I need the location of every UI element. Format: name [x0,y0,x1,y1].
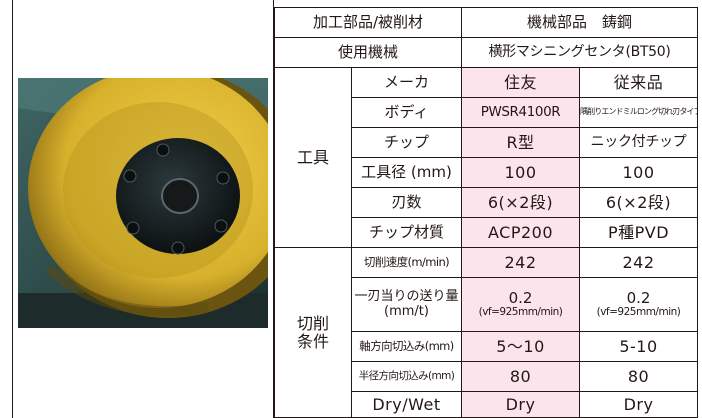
header-row: 加工部品/被削材 機械部品 鋳鋼 [274,7,699,38]
table-row: チップ材質 ACP200 P種PVD [275,217,699,248]
row-label: Dry/Wet [351,391,462,418]
cutting-conditions-table: 加工部品/被削材 機械部品 鋳鋼 使用機械 横形マシニングセンタ(BT50) 工… [274,7,699,418]
row-label: メーカ [351,67,462,98]
conventional-cell: 242 [578,247,699,278]
feed-value: 0.2 [626,288,651,307]
conventional-cell: 0.2 (vf=925mm/min) [578,277,699,332]
table-row: 工具径 (mm) 100 100 [275,157,699,188]
table-row: Dry/Wet Dry Dry [275,391,699,418]
sumitomo-cell: Dry [461,391,580,418]
feed-value: 0.2 [508,288,533,307]
conventional-cell: ニック付チップ [578,127,699,158]
sumitomo-cell: 80 [461,361,580,392]
sumitomo-cell: 0.2 (vf=925mm/min) [461,277,580,332]
feed-rate-note: (vf=925mm/min) [478,306,563,319]
table-row: 工具 メーカ 住友 従来品 [274,67,699,248]
row-label: 軸方向切込み(mm) [351,331,462,362]
sumitomo-cell: 242 [461,247,580,278]
machine-row: 使用機械 横形マシニングセンタ(BT50) [274,37,699,68]
row-label: チップ [351,127,462,158]
cond-group-label: 切削 条件 [274,247,352,418]
sumitomo-cell: 5～10 [461,331,580,362]
conventional-cell: Dry [578,391,699,418]
sumitomo-cell: R型 [461,127,580,158]
machined-part-photo [18,78,268,328]
conventional-cell: 6(×2段) [578,187,699,218]
table-row: 半径方向切込み(mm) 80 80 [275,361,699,392]
conventional-cell: P種PVD [578,217,699,248]
conventional-cell: 隅削りエンドミルロング切れ刃タイプ [578,97,699,128]
row-label: 一刃当りの送り量 (mm/t) [351,277,462,332]
sumitomo-cell: ACP200 [461,217,580,248]
table-row: 軸方向切込み(mm) 5～10 5-10 [275,331,699,362]
row-label: 工具径 (mm) [351,157,462,188]
header-value: 機械部品 鋳鋼 [460,7,699,38]
table-row: チップ R型 ニック付チップ [275,127,699,158]
conventional-cell: 従来品 [578,67,699,98]
image-frame [12,0,274,418]
sumitomo-cell: 住友 [461,67,580,98]
header-label: 加工部品/被削材 [274,7,462,38]
conventional-cell: 100 [578,157,699,188]
table-row: 刃数 6(×2段) 6(×2段) [275,187,699,218]
sumitomo-cell: PWSR4100R [461,97,580,128]
row-label: 半径方向切込み(mm) [351,361,462,392]
feed-rate-note: (vf=925mm/min) [596,306,681,319]
table-row: 切削 条件 切削速度(m/min) 242 242 [274,247,699,418]
machine-label: 使用機械 [274,37,462,68]
conventional-cell: 5-10 [578,331,699,362]
conventional-cell: 80 [578,361,699,392]
tool-group-label: 工具 [274,67,352,248]
row-label: チップ材質 [351,217,462,248]
sumitomo-cell: 6(×2段) [461,187,580,218]
machine-value: 横形マシニングセンタ(BT50) [460,37,699,68]
row-label: ボディ [351,97,462,128]
row-label: 刃数 [351,187,462,218]
row-label: 切削速度(m/min) [351,247,462,278]
sumitomo-cell: 100 [461,157,580,188]
